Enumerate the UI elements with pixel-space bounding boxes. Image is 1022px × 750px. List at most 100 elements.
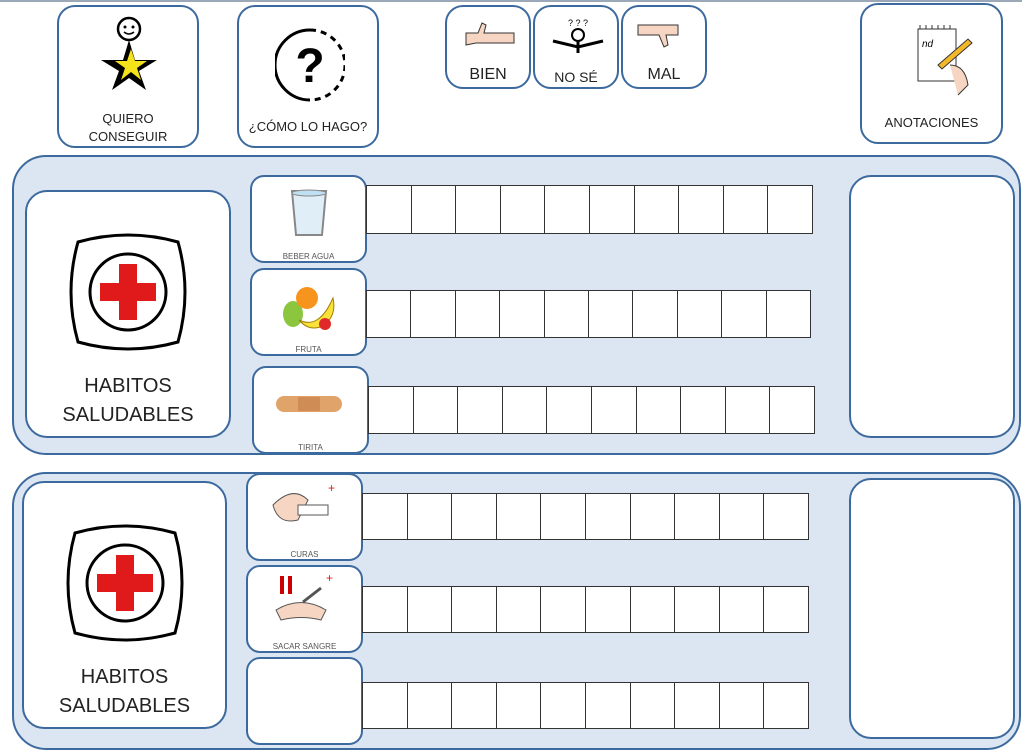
habit-item-card[interactable] bbox=[246, 657, 363, 745]
tracking-box[interactable] bbox=[412, 186, 457, 233]
svg-text:?: ? bbox=[295, 40, 324, 93]
tracking-box[interactable] bbox=[497, 683, 542, 728]
tracking-box[interactable] bbox=[631, 494, 676, 539]
writing-pad-icon: nd bbox=[917, 25, 973, 96]
tracking-box[interactable] bbox=[408, 587, 453, 632]
tracking-box[interactable] bbox=[586, 494, 631, 539]
tracking-box[interactable] bbox=[722, 291, 767, 337]
goal-label-line1: QUIERO bbox=[102, 111, 154, 126]
tracking-box[interactable] bbox=[679, 186, 724, 233]
tracking-box[interactable] bbox=[363, 683, 408, 728]
category-title-line2: SALUDABLES bbox=[58, 695, 191, 717]
tracking-box[interactable] bbox=[497, 587, 542, 632]
tracking-row bbox=[366, 185, 813, 234]
water-glass-icon bbox=[290, 189, 328, 236]
notes-box[interactable] bbox=[849, 478, 1015, 739]
tracking-box[interactable] bbox=[452, 683, 497, 728]
tracking-box[interactable] bbox=[720, 683, 765, 728]
rating-mal-label: MAL bbox=[647, 66, 681, 83]
tracking-box[interactable] bbox=[720, 587, 765, 632]
rating-no-se[interactable]: ? ? ? NO SÉ bbox=[533, 5, 619, 89]
tracking-box[interactable] bbox=[411, 291, 456, 337]
thumbs-down-icon bbox=[637, 24, 679, 48]
tracking-box[interactable] bbox=[726, 387, 771, 433]
tracking-row bbox=[362, 586, 809, 633]
tracking-row bbox=[368, 386, 815, 434]
tracking-box[interactable] bbox=[631, 587, 676, 632]
tracking-box[interactable] bbox=[541, 683, 586, 728]
tracking-box[interactable] bbox=[541, 494, 586, 539]
shrug-icon: ? ? ? bbox=[552, 18, 604, 53]
tracking-box[interactable] bbox=[363, 587, 408, 632]
rating-no-se-label: NO SÉ bbox=[554, 69, 598, 85]
category-title-line1: HABITOS bbox=[84, 375, 172, 397]
category-title-line1: HABITOS bbox=[80, 666, 169, 688]
tracking-box[interactable] bbox=[635, 186, 680, 233]
habit-item-card[interactable]: TIRITA bbox=[252, 366, 369, 454]
tracking-box[interactable] bbox=[764, 683, 808, 728]
goal-card[interactable]: QUIERO CONSEGUIR bbox=[57, 5, 199, 148]
thumbs-up-icon bbox=[465, 22, 515, 46]
red-cross-icon bbox=[69, 233, 187, 351]
tracking-box[interactable] bbox=[503, 387, 548, 433]
notes-box[interactable] bbox=[849, 175, 1015, 438]
notes-label: ANOTACIONES bbox=[884, 115, 979, 130]
tracking-box[interactable] bbox=[586, 683, 631, 728]
tracking-box[interactable] bbox=[590, 186, 635, 233]
rating-mal[interactable]: MAL bbox=[621, 5, 707, 89]
how-label: ¿CÓMO LO HAGO? bbox=[248, 119, 368, 134]
question-icon: ? bbox=[275, 28, 345, 102]
tracking-box[interactable] bbox=[408, 683, 453, 728]
tracking-box[interactable] bbox=[720, 494, 765, 539]
rating-bien[interactable]: BIEN bbox=[445, 5, 531, 89]
tracking-box[interactable] bbox=[764, 587, 808, 632]
tracking-box[interactable] bbox=[589, 291, 634, 337]
tracking-box[interactable] bbox=[681, 387, 726, 433]
tracking-box[interactable] bbox=[675, 683, 720, 728]
tracking-box[interactable] bbox=[724, 186, 769, 233]
tracking-box[interactable] bbox=[637, 387, 682, 433]
habit-item-label: FRUTA bbox=[295, 345, 322, 354]
tracking-box[interactable] bbox=[675, 494, 720, 539]
habit-item-label: TIRITA bbox=[298, 443, 323, 452]
tracking-box[interactable] bbox=[452, 587, 497, 632]
habit-item-label: SACAR SANGRE bbox=[272, 642, 337, 651]
tracking-box[interactable] bbox=[768, 186, 812, 233]
tracking-box[interactable] bbox=[767, 291, 810, 337]
tracking-box[interactable] bbox=[414, 387, 459, 433]
habit-item-card[interactable]: +SACAR SANGRE bbox=[246, 565, 363, 653]
tracking-box[interactable] bbox=[408, 494, 453, 539]
habit-item-card[interactable]: FRUTA bbox=[250, 268, 367, 356]
tracking-box[interactable] bbox=[586, 587, 631, 632]
tracking-box[interactable] bbox=[547, 387, 592, 433]
tracking-box[interactable] bbox=[678, 291, 723, 337]
tracking-box[interactable] bbox=[545, 291, 590, 337]
category-card: HABITOS SALUDABLES bbox=[22, 481, 227, 729]
tracking-box[interactable] bbox=[764, 494, 808, 539]
notes-card[interactable]: nd ANOTACIONES bbox=[860, 3, 1003, 144]
habit-item-card[interactable]: +CURAS bbox=[246, 473, 363, 561]
tracking-box[interactable] bbox=[367, 186, 412, 233]
tracking-box[interactable] bbox=[452, 494, 497, 539]
tracking-box[interactable] bbox=[497, 494, 542, 539]
tracking-box[interactable] bbox=[770, 387, 814, 433]
tracking-box[interactable] bbox=[633, 291, 678, 337]
tracking-box[interactable] bbox=[369, 387, 414, 433]
tracking-box[interactable] bbox=[456, 186, 501, 233]
top-border bbox=[0, 0, 1022, 2]
tracking-box[interactable] bbox=[541, 587, 586, 632]
tracking-box[interactable] bbox=[456, 291, 501, 337]
tracking-box[interactable] bbox=[458, 387, 503, 433]
tracking-box[interactable] bbox=[367, 291, 412, 337]
tracking-box[interactable] bbox=[545, 186, 590, 233]
tracking-box[interactable] bbox=[501, 186, 546, 233]
how-card[interactable]: ? ¿CÓMO LO HAGO? bbox=[237, 5, 379, 148]
tracking-box[interactable] bbox=[363, 494, 408, 539]
tracking-box[interactable] bbox=[500, 291, 545, 337]
tracking-box[interactable] bbox=[592, 387, 637, 433]
tracking-box[interactable] bbox=[631, 683, 676, 728]
habit-item-card[interactable]: BEBER AGUA bbox=[250, 175, 367, 263]
tracking-row bbox=[362, 682, 809, 729]
wound-care-icon: + bbox=[272, 481, 335, 522]
tracking-box[interactable] bbox=[675, 587, 720, 632]
